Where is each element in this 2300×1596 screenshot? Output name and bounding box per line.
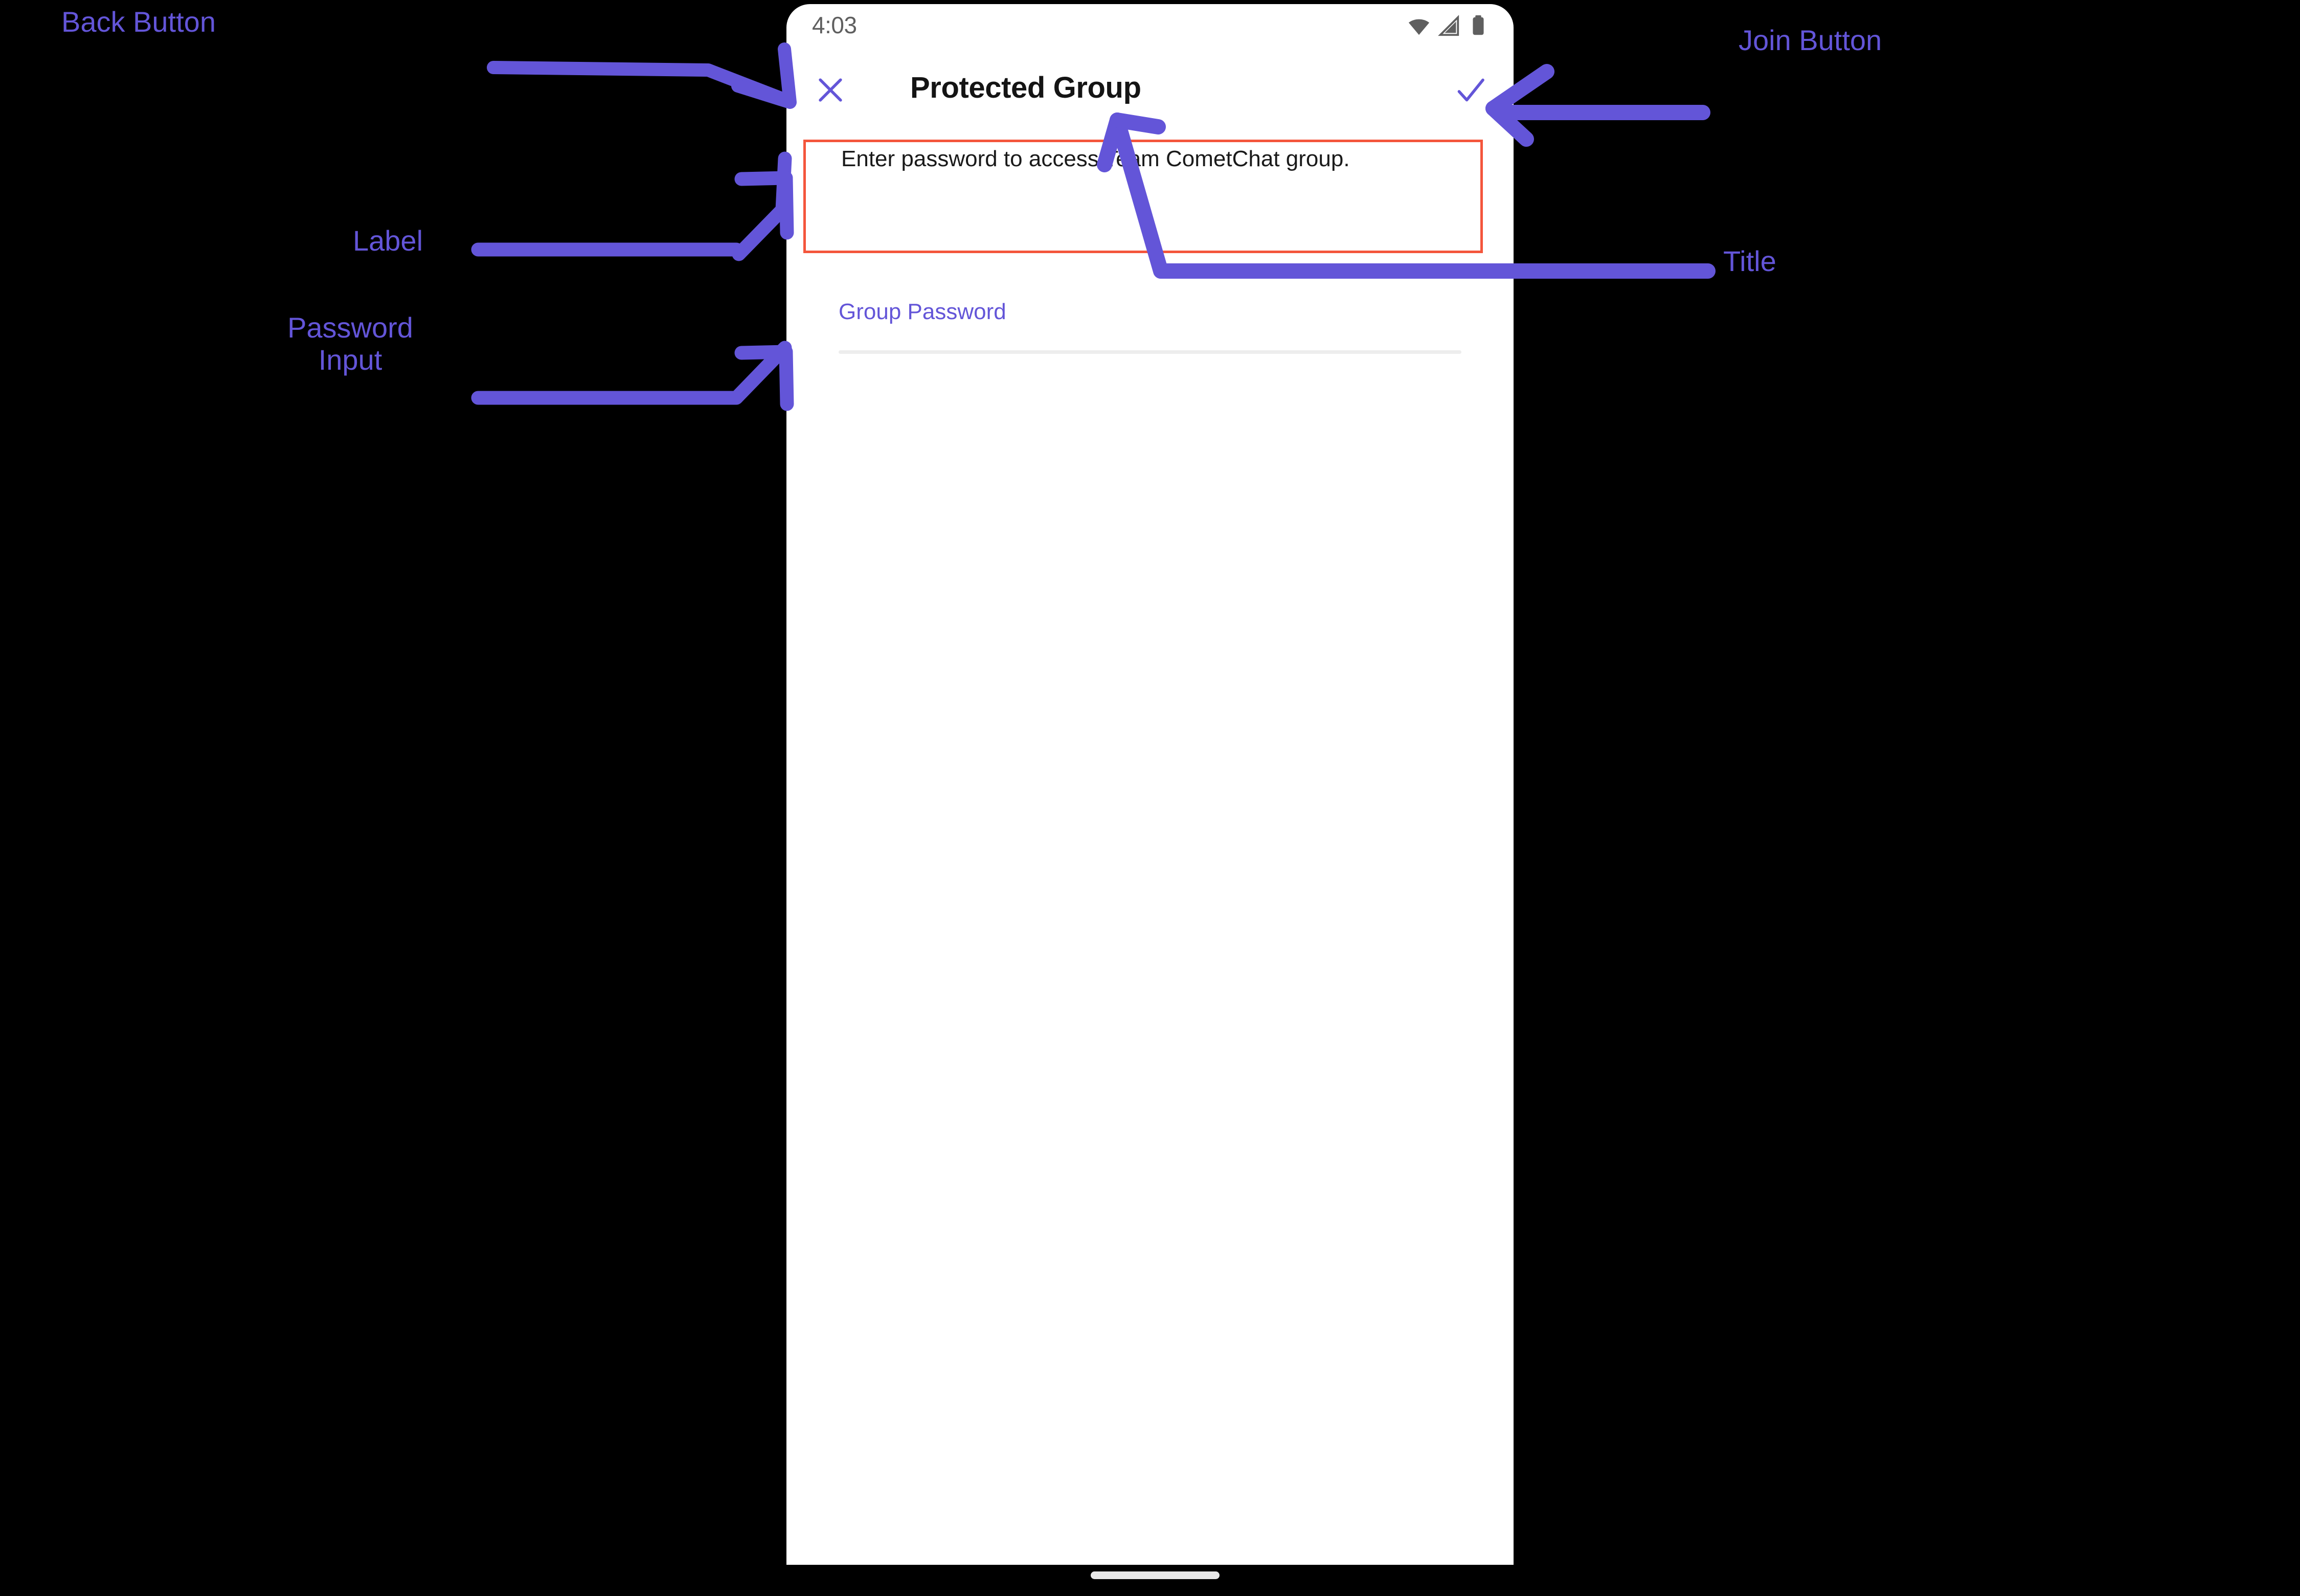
password-input-underline: [839, 350, 1461, 354]
page-title: Protected Group: [910, 71, 1141, 104]
annotation-password-input: Password Input: [287, 311, 413, 376]
arrowhead-label-top: [734, 171, 793, 186]
screen-body: Enter password to access Team CometChat …: [786, 128, 1514, 1565]
arrow-password-input: [471, 341, 792, 405]
arrow-label: [732, 151, 792, 261]
wifi-icon: [1407, 14, 1431, 40]
close-icon[interactable]: [813, 73, 848, 107]
annotation-label: Label: [353, 224, 423, 257]
cellular-signal-icon: [1437, 14, 1461, 40]
password-description: Enter password to access Team CometChat …: [841, 146, 1350, 171]
app-bar: Protected Group: [786, 51, 1514, 128]
arrowhead-password-top: [734, 345, 793, 360]
password-input[interactable]: [839, 332, 1461, 361]
status-bar-clock: 4:03: [812, 12, 857, 38]
status-bar-icons: [1407, 14, 1489, 40]
phone-screen: 4:03: [786, 4, 1514, 1565]
home-indicator[interactable]: [1091, 1571, 1220, 1579]
annotation-join-button: Join Button: [1739, 24, 1882, 56]
arrow-back-button: [487, 61, 794, 107]
check-icon[interactable]: [1452, 72, 1489, 108]
annotation-title: Title: [1723, 245, 1776, 277]
arrowhead-back-button: [731, 42, 797, 109]
battery-icon: [1468, 14, 1489, 40]
group-password-label: Group Password: [839, 299, 1006, 324]
annotation-back-button: Back Button: [61, 6, 216, 38]
status-bar: 4:03: [786, 4, 1514, 51]
